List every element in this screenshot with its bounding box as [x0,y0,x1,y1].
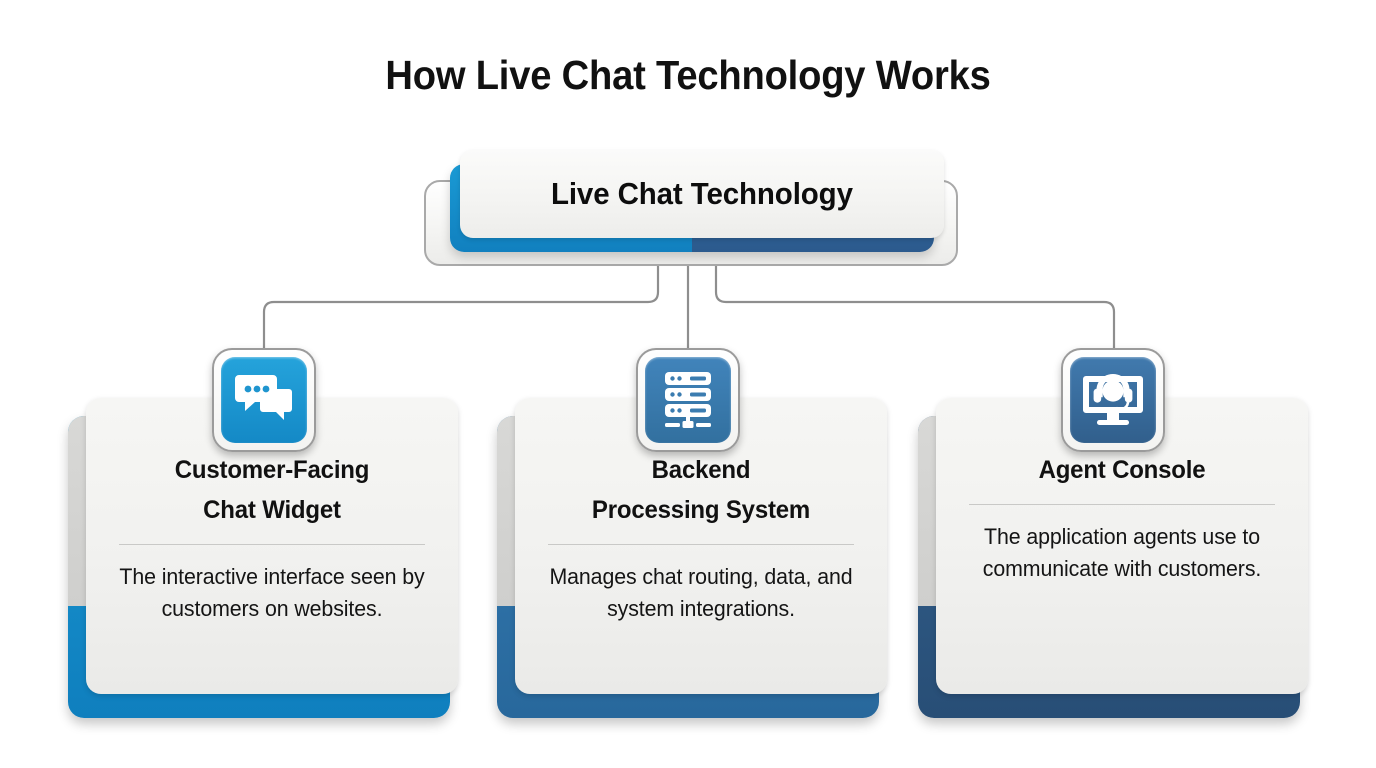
card-title: Backend Processing System [544,450,859,530]
card-title-line-1: Backend [651,456,751,484]
card-title: Agent Console [965,450,1280,490]
card-divider [119,544,425,545]
agent-headset-monitor-icon [1083,374,1143,425]
root-node[interactable]: Live Chat Technology [424,148,958,266]
card-description: The application agents use to communicat… [982,524,1262,582]
card-title: Customer-Facing Chat Widget [115,450,430,530]
page-title: How Live Chat Technology Works [385,52,991,98]
root-node-card[interactable]: Live Chat Technology [460,150,944,238]
card-divider [969,504,1275,505]
icon-tile-customer-facing-chat-widget[interactable] [212,348,316,452]
card-title-line-2: Processing System [591,496,811,524]
card-description: The interactive interface seen by custom… [119,564,425,622]
icon-inner [1070,357,1156,443]
icon-inner [645,357,731,443]
icon-tile-backend-processing-system[interactable] [636,348,740,452]
root-node-label: Live Chat Technology [551,176,853,211]
card-description: Manages chat routing, data, and system i… [549,564,853,622]
card-title-line-1: Customer-Facing [174,456,370,484]
chat-bubbles-icon [235,375,292,420]
icon-inner [221,357,307,443]
card-divider [548,544,854,545]
icon-tile-agent-console[interactable] [1061,348,1165,452]
card-title-line-2: Chat Widget [203,496,341,524]
server-stack-icon [665,372,711,428]
card-title-line-1: Agent Console [1038,456,1206,484]
